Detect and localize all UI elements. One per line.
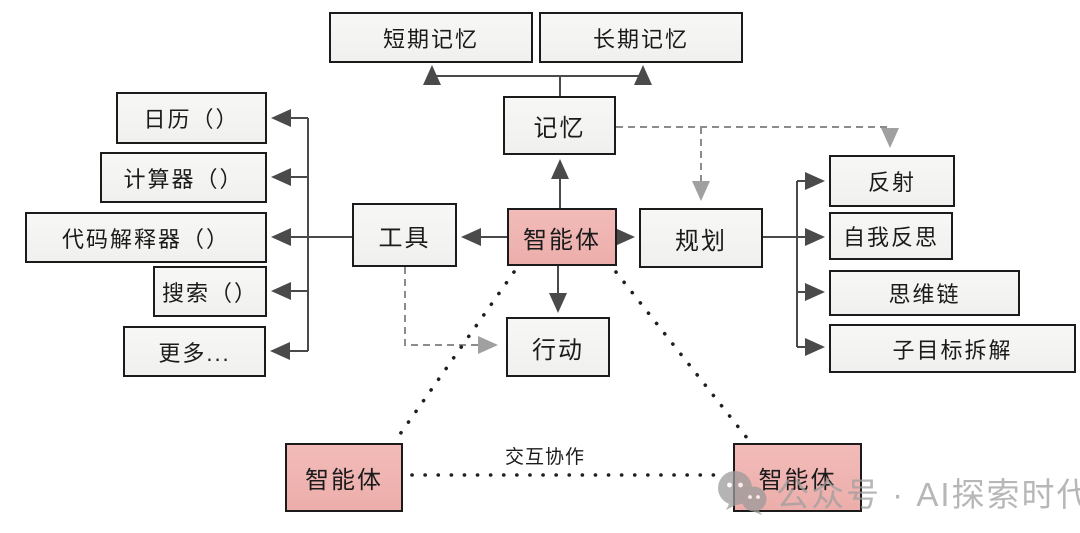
node-memory: 记忆 — [503, 96, 616, 155]
node-planning: 规划 — [639, 208, 763, 268]
node-self-reflection: 自我反思 — [829, 212, 953, 260]
node-calendar: 日历（） — [116, 92, 267, 144]
node-more: 更多... — [123, 326, 266, 377]
edge-label-collaboration: 交互协作 — [504, 447, 585, 468]
node-subgoal-decomposition: 子目标拆解 — [829, 324, 1076, 373]
node-calculator: 计算器（） — [100, 152, 267, 203]
node-chain-of-thought: 思维链 — [829, 270, 1020, 316]
node-agent-left: 智能体 — [285, 443, 403, 512]
node-tools: 工具 — [352, 203, 457, 267]
node-long-term-memory: 长期记忆 — [539, 12, 743, 63]
node-agent-center: 智能体 — [507, 208, 617, 266]
node-reflection: 反射 — [829, 155, 955, 207]
node-search: 搜索（） — [153, 266, 267, 317]
node-short-term-memory: 短期记忆 — [329, 12, 533, 63]
node-agent-right: 智能体 — [733, 443, 862, 512]
node-code-interpreter: 代码解释器（） — [25, 212, 267, 263]
node-action: 行动 — [506, 317, 610, 377]
